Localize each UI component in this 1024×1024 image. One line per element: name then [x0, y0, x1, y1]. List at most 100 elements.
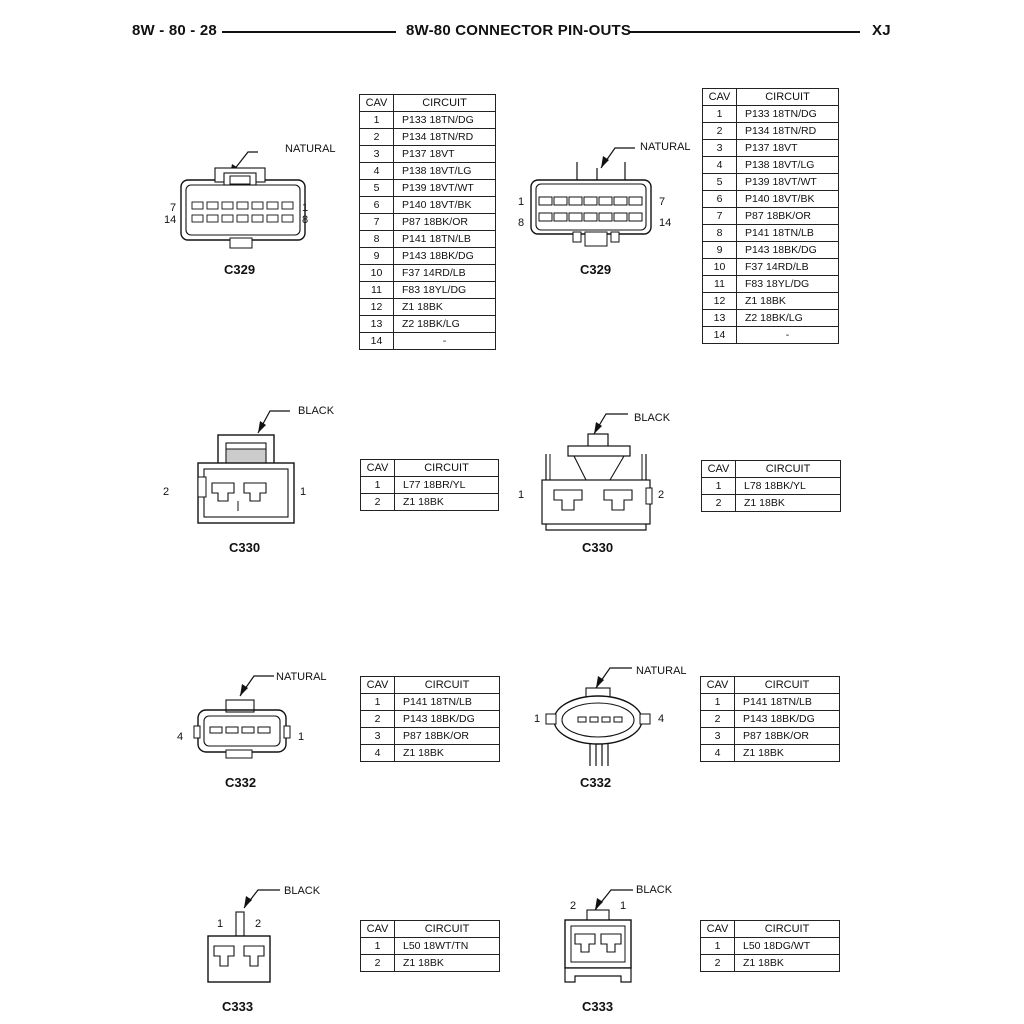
cav-cell: 7 — [359, 213, 394, 231]
circuit-cell: F83 18YL/DG — [736, 275, 839, 293]
c330-right-pin-1: 1 — [518, 489, 525, 501]
c332-right-connector-name: C332 — [580, 775, 612, 790]
cav-cell: 11 — [702, 275, 737, 293]
circuit-cell: Z1 18BK — [394, 744, 500, 762]
circuit-header: CIRCUIT — [734, 920, 840, 938]
c332-right-connector-drawing — [545, 667, 651, 766]
cav-cell: 12 — [359, 298, 394, 316]
c333-right-pin-1: 1 — [620, 900, 627, 912]
c329-right-color-label: NATURAL — [640, 141, 691, 153]
circuit-cell: P139 18VT/WT — [393, 179, 496, 197]
page-title: 8W-80 CONNECTOR PIN-OUTS — [406, 22, 632, 39]
circuit-cell: P141 18TN/LB — [734, 693, 840, 711]
cav-cell: 2 — [360, 954, 395, 972]
c329-right-connector-name: C329 — [580, 262, 612, 277]
cav-cell: 2 — [701, 494, 736, 512]
circuit-cell: P141 18TN/LB — [393, 230, 496, 248]
circuit-cell: P141 18TN/LB — [736, 224, 839, 242]
circuit-cell: P133 18TN/DG — [736, 105, 839, 123]
c333-right-connector-drawing — [564, 889, 633, 983]
circuit-cell: F83 18YL/DG — [393, 281, 496, 299]
cav-cell: 2 — [360, 493, 395, 511]
cav-cell: 8 — [359, 230, 394, 248]
circuit-cell: F37 14RD/LB — [393, 264, 496, 282]
cav-header: CAV — [702, 88, 737, 106]
cav-cell: 1 — [360, 937, 395, 955]
c329-left-pin-8: 8 — [302, 214, 309, 226]
c333-left-connector-drawing — [207, 889, 280, 983]
cav-header: CAV — [360, 459, 395, 477]
table-row: 14- — [359, 332, 496, 350]
cav-cell: 9 — [359, 247, 394, 265]
c329-left-pin-1: 1 — [302, 202, 309, 214]
page-code: 8W - 80 - 28 — [132, 22, 217, 39]
circuit-header: CIRCUIT — [394, 676, 500, 694]
c332-left-pin-1: 1 — [298, 731, 305, 743]
c330-right-connector-drawing — [541, 413, 653, 531]
circuit-cell: Z2 18BK/LG — [736, 309, 839, 327]
c329-right-connector-drawing — [530, 147, 652, 247]
cav-cell: 10 — [702, 258, 737, 276]
c332-right-color-label: NATURAL — [636, 665, 687, 677]
circuit-cell: Z1 18BK — [394, 493, 499, 511]
cav-cell: 4 — [359, 162, 394, 180]
cav-cell: 2 — [700, 954, 735, 972]
circuit-cell: L50 18WT/TN — [394, 937, 500, 955]
cav-cell: 13 — [702, 309, 737, 327]
circuit-cell: P87 18BK/OR — [734, 727, 840, 745]
c330-left-pin-2: 2 — [163, 486, 170, 498]
c329-right-pin-7: 7 — [659, 196, 666, 208]
c330-right-pin-2: 2 — [658, 489, 665, 501]
c329-left-color-label: NATURAL — [285, 143, 336, 155]
c332-left-pin-4: 4 — [177, 731, 184, 743]
cav-header: CAV — [700, 676, 735, 694]
circuit-header: CIRCUIT — [735, 460, 841, 478]
header-rule-right — [630, 31, 860, 33]
circuit-cell: Z1 18BK — [393, 298, 496, 316]
cav-header: CAV — [701, 460, 736, 478]
cav-cell: 8 — [702, 224, 737, 242]
c329-left-connector-name: C329 — [224, 262, 256, 277]
circuit-cell: P137 18VT — [736, 139, 839, 157]
cav-cell: 1 — [700, 937, 735, 955]
cav-cell: 6 — [702, 190, 737, 208]
cav-cell: 11 — [359, 281, 394, 299]
circuit-cell: L77 18BR/YL — [394, 476, 499, 494]
cav-cell: 2 — [700, 710, 735, 728]
cav-cell: 3 — [702, 139, 737, 157]
c332-left-color-label: NATURAL — [276, 671, 327, 683]
circuit-cell: P137 18VT — [393, 145, 496, 163]
cav-header: CAV — [700, 920, 735, 938]
cav-cell: 3 — [359, 145, 394, 163]
circuit-header: CIRCUIT — [394, 920, 500, 938]
c332-right-pin-1: 1 — [534, 713, 541, 725]
